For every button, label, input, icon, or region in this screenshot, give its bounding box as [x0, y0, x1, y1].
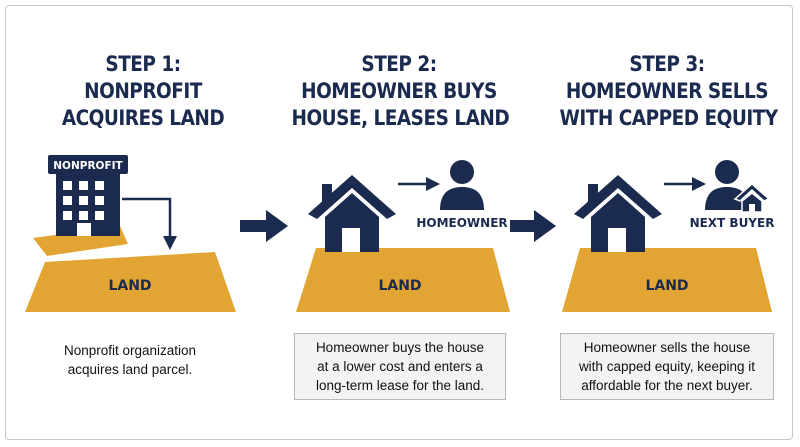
step-3-caption-line-1: Homeowner sells the house [583, 340, 751, 355]
office-building-icon: NONPROFIT [48, 155, 128, 236]
step-2-caption-line-1: Homeowner buys the house [315, 340, 485, 355]
step-1-caption: Nonprofit organization acquires land par… [30, 341, 230, 379]
step-2-heading-line-2: HOMEOWNER BUYS [301, 79, 497, 104]
step-2-illustration: LAND HOMEOWNER [296, 160, 510, 312]
homeowner-label: HOMEOWNER [416, 216, 507, 230]
step-1-land-parcel [25, 252, 236, 312]
step-2-caption: Homeowner buys the house at a lower cost… [294, 333, 506, 400]
step-3-caption: Homeowner sells the house with capped eq… [560, 333, 774, 400]
step-1-heading-line-2: NONPROFIT [84, 79, 202, 104]
step-2-caption-line-2: at a lower cost and enters a [317, 359, 483, 374]
step-2-land-label: LAND [378, 278, 421, 294]
person-icon [705, 160, 749, 210]
step-1-illustration: LAND NONPROFIT [25, 155, 236, 312]
step-1-caption-line-2: acquires land parcel. [67, 362, 193, 377]
step-2-heading-line-1: STEP 2: [361, 52, 437, 77]
step-3-caption-line-2: with capped equity, keeping it [578, 359, 756, 374]
building-sign-label: NONPROFIT [53, 160, 123, 172]
step-2-land-parcel [296, 248, 510, 312]
step-3-heading-line-2: HOMEOWNER SELLS [565, 79, 769, 104]
right-arrow-icon [240, 210, 288, 242]
house-icon [574, 175, 662, 252]
house-to-person-arrow-icon [398, 177, 440, 191]
step-2-heading-line-3: HOUSE, LEASES LAND [291, 106, 510, 131]
step-1-land-label: LAND [108, 278, 151, 294]
right-arrow-icon [510, 210, 556, 242]
house-to-buyer-arrow-icon [664, 177, 706, 191]
down-arrow-icon [122, 197, 177, 250]
step-2-heading: STEP 2: HOMEOWNER BUYS HOUSE, LEASES LAN… [291, 51, 510, 132]
step-1-caption-line-1: Nonprofit organization [63, 343, 197, 358]
step-2-caption-line-3: long-term lease for the land. [315, 378, 485, 393]
small-house-icon [733, 182, 771, 213]
step-1-heading-line-1: STEP 1: [105, 52, 181, 77]
step-1-heading: STEP 1: NONPROFIT ACQUIRES LAND [36, 51, 251, 132]
person-icon [440, 160, 484, 210]
step-3-caption-line-3: affordable for the next buyer. [581, 378, 753, 393]
step-1-heading-line-3: ACQUIRES LAND [61, 106, 225, 131]
step-3-heading: STEP 3: HOMEOWNER SELLS WITH CAPPED EQUI… [559, 51, 779, 132]
step-3-illustration: LAND NEXT BUYER [562, 160, 774, 312]
step-3-heading-line-1: STEP 3: [629, 52, 705, 77]
step-3-land-label: LAND [645, 278, 688, 294]
step-3-land-parcel [562, 248, 772, 312]
next-buyer-label: NEXT BUYER [690, 216, 775, 230]
step-3-heading-line-3: WITH CAPPED EQUITY [559, 106, 779, 131]
diagram-frame [5, 5, 793, 440]
house-icon [308, 175, 396, 252]
